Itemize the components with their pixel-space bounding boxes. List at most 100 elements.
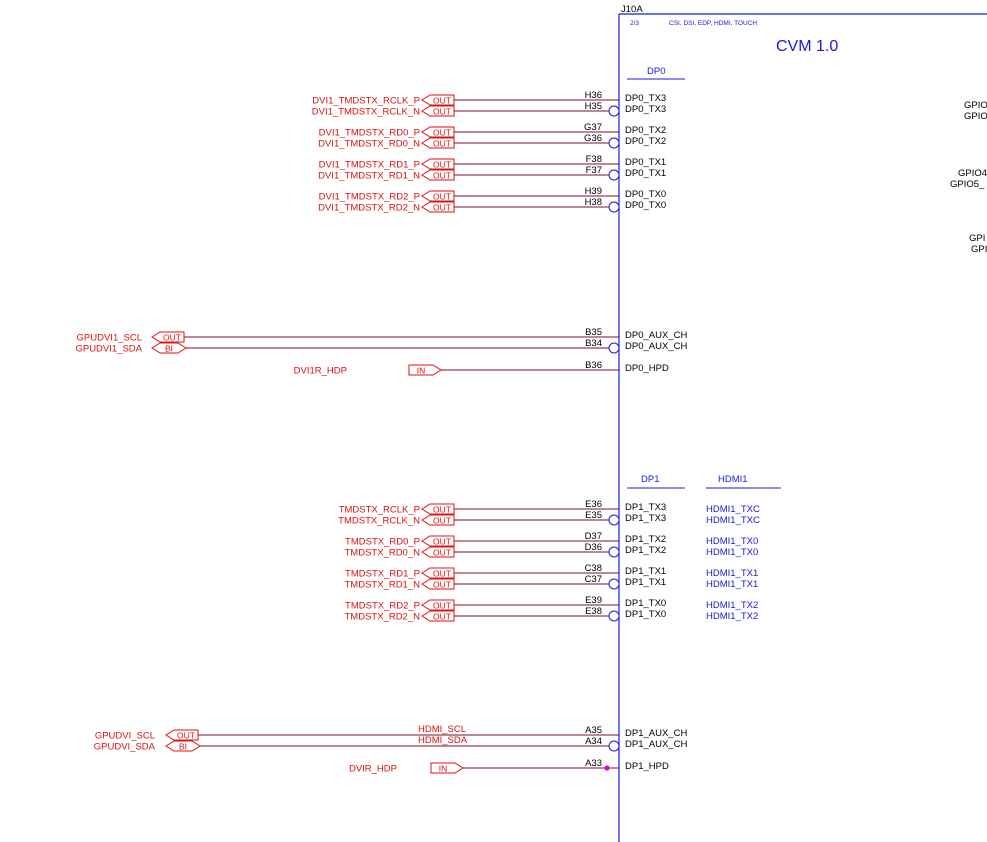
port-direction-label: OUT xyxy=(433,580,451,590)
component-subtitle: CSI, DSI, EDP, HDMI, TOUCH xyxy=(669,20,757,27)
port-direction-label: OUT xyxy=(433,203,451,213)
junction-dot xyxy=(604,765,610,771)
port-direction-label: BI xyxy=(165,344,173,354)
alt-function-name: HDMI1_TX1 xyxy=(706,579,758,590)
port-direction-label: OUT xyxy=(433,96,451,106)
pin-number: E35 xyxy=(585,510,602,521)
pin-number: D36 xyxy=(585,542,602,553)
inversion-bubble xyxy=(608,514,620,526)
right-edge-label: GPI xyxy=(971,244,987,255)
pin-number: H39 xyxy=(585,186,602,197)
alt-function-name: HDMI1_TXC xyxy=(706,504,760,515)
net-name: TMDSTX_RCLK_P xyxy=(339,505,420,516)
port-direction-label: OUT xyxy=(433,537,451,547)
group-hdmi1-label: HDMI1 xyxy=(718,474,748,485)
sheet-number: 2/3 xyxy=(630,20,639,27)
pin-number: A34 xyxy=(585,736,602,747)
port-direction-label: OUT xyxy=(433,107,451,117)
pin-name: DP1_AUX_CH xyxy=(625,739,687,750)
net-name: TMDSTX_RD2_N xyxy=(345,612,421,623)
port-direction-label: OUT xyxy=(433,505,451,515)
pin-name: DP0_HPD xyxy=(625,363,669,374)
pin-number: F37 xyxy=(586,165,602,176)
net-name: TMDSTX_RD2_P xyxy=(345,601,420,612)
alt-function-name: HDMI1_TX2 xyxy=(706,600,758,611)
port-direction-label: OUT xyxy=(433,160,451,170)
pin-number: H36 xyxy=(585,90,602,101)
net-name: TMDSTX_RCLK_N xyxy=(338,516,420,527)
wire-net-label: HDMI_SDA xyxy=(418,735,468,746)
pin-name: DP0_AUX_CH xyxy=(625,330,687,341)
net-name: GPUDVI1_SCL xyxy=(77,333,142,344)
pin-number: F38 xyxy=(586,154,602,165)
port-direction-label: OUT xyxy=(433,548,451,558)
net-name: DVI1_TMDSTX_RD2_P xyxy=(319,192,420,203)
pin-name: DP1_TX3 xyxy=(625,502,666,513)
port-direction-label: BI xyxy=(179,742,187,752)
pin-number: B36 xyxy=(585,360,602,371)
pin-name: DP0_TX0 xyxy=(625,200,666,211)
pin-number: H35 xyxy=(585,101,602,112)
pin-number: A35 xyxy=(585,725,602,736)
net-name: TMDSTX_RD0_P xyxy=(345,537,420,548)
component-title: CVM 1.0 xyxy=(776,38,838,55)
net-name: DVI1_TMDSTX_RD0_N xyxy=(318,139,420,150)
alt-function-name: HDMI1_TX2 xyxy=(706,611,758,622)
net-name: GPUDVI1_SDA xyxy=(75,344,142,355)
pin-number: B35 xyxy=(585,327,602,338)
component-reference: J10A xyxy=(621,4,643,15)
net-name: DVI1R_HDP xyxy=(294,366,347,377)
inversion-bubble xyxy=(608,546,620,558)
alt-function-name: HDMI1_TX0 xyxy=(706,547,758,558)
wire-net-label: HDMI_SCL xyxy=(418,724,466,735)
port-direction-label: OUT xyxy=(433,601,451,611)
pin-name: DP0_TX0 xyxy=(625,189,666,200)
signal-row: BI GPUDVI1_SDA B34 DP0_AUX_CH xyxy=(75,338,687,355)
pin-name: DP0_TX2 xyxy=(625,136,666,147)
pin-name: DP1_TX1 xyxy=(625,577,666,588)
net-name: TMDSTX_RD1_N xyxy=(345,580,421,591)
pin-number: D37 xyxy=(585,531,602,542)
net-name: DVI1_TMDSTX_RCLK_N xyxy=(312,107,420,118)
port-in-symbol xyxy=(408,364,442,376)
pin-name: DP1_AUX_CH xyxy=(625,728,687,739)
inversion-bubble xyxy=(608,201,620,213)
pin-name: DP1_TX0 xyxy=(625,598,666,609)
pin-name: DP1_TX2 xyxy=(625,534,666,545)
port-direction-label: OUT xyxy=(177,731,195,741)
pin-number: B34 xyxy=(585,338,602,349)
port-direction-label: OUT xyxy=(433,192,451,202)
group-dp0-label: DP0 xyxy=(647,66,665,77)
pin-name: DP0_AUX_CH xyxy=(625,341,687,352)
pin-number: A33 xyxy=(585,758,602,769)
right-edge-label: GPIO xyxy=(964,111,987,122)
pin-name: DP0_TX1 xyxy=(625,157,666,168)
port-direction-label: OUT xyxy=(433,128,451,138)
group-dp1-label: DP1 xyxy=(641,474,659,485)
signal-row: OUT DVI1_TMDSTX_RD2_P H39 DP0_TX0 xyxy=(319,186,667,203)
inversion-bubble xyxy=(608,610,620,622)
right-edge-label: GPIO4 xyxy=(958,168,987,179)
pin-name: DP0_TX1 xyxy=(625,168,666,179)
net-name: DVI1_TMDSTX_RD1_N xyxy=(318,171,420,182)
inversion-bubble xyxy=(608,578,620,590)
port-direction-label: IN xyxy=(439,764,448,774)
net-name: GPUDVI_SCL xyxy=(95,731,155,742)
net-name: DVI1_TMDSTX_RD0_P xyxy=(319,128,420,139)
inversion-bubble xyxy=(608,342,620,354)
net-name: DVI1_TMDSTX_RCLK_P xyxy=(312,96,420,107)
